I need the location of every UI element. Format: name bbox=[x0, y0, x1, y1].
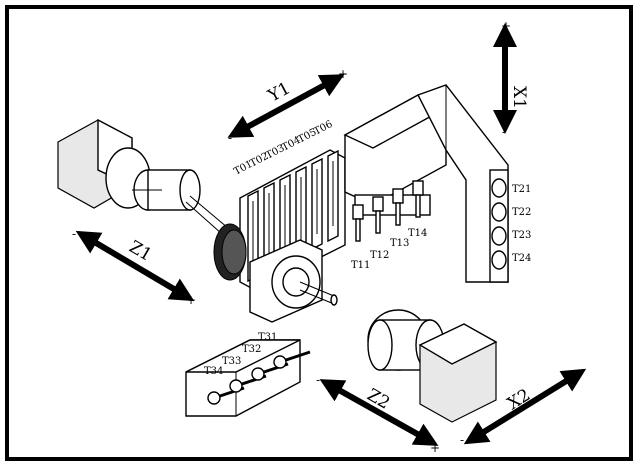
drill-collet bbox=[352, 204, 364, 220]
x1-plus-sign: + bbox=[501, 19, 511, 33]
sub-spindle bbox=[367, 309, 498, 423]
drill-bit bbox=[375, 210, 381, 234]
drill-collet bbox=[412, 180, 424, 196]
turret-station bbox=[491, 202, 507, 222]
back-tool-holder bbox=[207, 391, 221, 405]
back-tool-block bbox=[185, 339, 311, 417]
y1-axis-arrow bbox=[227, 74, 345, 138]
turret-station bbox=[491, 178, 507, 198]
z1-minus-sign: - bbox=[72, 227, 76, 241]
z2-plus-sign: + bbox=[430, 441, 440, 455]
drill-tool-label: T13 bbox=[390, 238, 409, 249]
diagram-frame bbox=[5, 5, 633, 461]
back-tool-bit bbox=[285, 350, 311, 362]
back-tool-label: T31 bbox=[258, 332, 277, 343]
drill-tool-label: T12 bbox=[370, 250, 389, 261]
drill-bit bbox=[355, 218, 361, 242]
x2-axis-arrow bbox=[463, 368, 587, 445]
y1-plus-sign: + bbox=[338, 67, 348, 81]
drill-head bbox=[343, 94, 448, 242]
x2-axis-label: X2 bbox=[504, 385, 534, 414]
y1-minus-sign: - bbox=[228, 131, 232, 145]
back-tool-label: T32 bbox=[242, 344, 261, 355]
back-tool-label: T34 bbox=[204, 366, 223, 377]
turret-tool-label: T24 bbox=[512, 253, 531, 264]
turret-tool-label: T23 bbox=[512, 230, 531, 241]
guide-bush bbox=[213, 223, 338, 323]
drill-tool-label: T11 bbox=[351, 260, 370, 271]
x2-minus-sign: - bbox=[460, 433, 464, 447]
drill-bit bbox=[415, 194, 421, 218]
turret-tool-label: T22 bbox=[512, 207, 531, 218]
z2-minus-sign: - bbox=[316, 373, 320, 387]
main-spindle bbox=[57, 118, 229, 235]
x2-plus-sign: + bbox=[574, 367, 584, 381]
z1-plus-sign: + bbox=[186, 293, 196, 307]
back-tool-label: T33 bbox=[222, 356, 241, 367]
x1-axis-label: X1 bbox=[509, 86, 529, 109]
turret-station bbox=[491, 250, 507, 270]
turret-station bbox=[491, 226, 507, 246]
drill-tool-label: T14 bbox=[408, 228, 427, 239]
drill-collet bbox=[372, 196, 384, 212]
turret-arm bbox=[417, 84, 509, 283]
gang-tool-label: T06 bbox=[312, 119, 334, 138]
drill-bit bbox=[395, 202, 401, 226]
z2-axis-arrow bbox=[319, 379, 439, 446]
back-tool-holder bbox=[229, 379, 243, 393]
back-tool-holder bbox=[251, 367, 265, 381]
back-tool-holder bbox=[273, 355, 287, 369]
x1-minus-sign: - bbox=[502, 125, 506, 139]
turret-tool-label: T21 bbox=[512, 184, 531, 195]
z1-axis-arrow bbox=[75, 230, 195, 302]
drill-collet bbox=[392, 188, 404, 204]
